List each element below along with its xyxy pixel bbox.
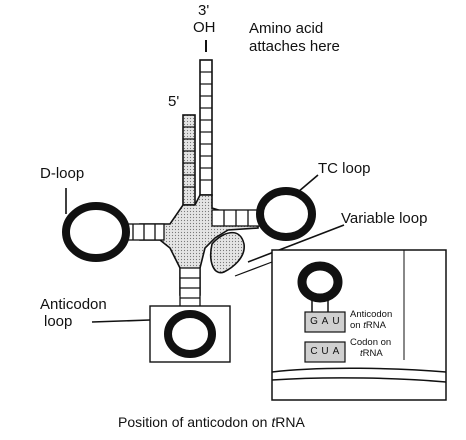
anticodon-stem xyxy=(179,267,201,309)
tc-loop-leader xyxy=(297,174,319,193)
anticodon-base-1: G xyxy=(310,316,318,327)
variable-loop xyxy=(209,231,245,274)
inset-anticodon-loop xyxy=(297,261,343,303)
d-loop xyxy=(62,202,130,262)
amino-acid-label-line1: Amino acid xyxy=(249,20,324,37)
inset-codon-label-line2: tRNA xyxy=(360,348,383,359)
anticodon-base-2: A xyxy=(321,316,329,327)
tc-loop xyxy=(256,187,316,241)
codon-base-2: U xyxy=(321,346,329,357)
variable-loop-label: Variable loop xyxy=(341,210,428,227)
acceptor-stem-3prime xyxy=(199,59,213,196)
codon-base-3: A xyxy=(332,346,340,357)
five-prime-label: 5' xyxy=(168,93,180,110)
inset-anticodon-label-line2: on tRNA xyxy=(350,320,386,331)
acceptor-stem-5prime xyxy=(182,114,196,206)
inset-anticodon-label-line1: Anticodon xyxy=(350,309,393,320)
oh-label: OH xyxy=(193,19,216,36)
tc-arm-stem xyxy=(211,209,265,227)
d-loop-label: D-loop xyxy=(40,165,85,182)
anticodon-loop-label-line2: loop xyxy=(44,313,73,330)
codon-base-1: C xyxy=(310,346,318,357)
inset-leader xyxy=(234,261,273,277)
tc-loop-label: TC loop xyxy=(318,160,371,177)
inset-codon-label-line1: Codon on xyxy=(350,337,392,348)
anticodon-base-3: U xyxy=(332,316,340,327)
codon-inset-panel xyxy=(271,249,447,401)
anticodon-loop-label-line1: Anticodon xyxy=(40,296,107,313)
anticodon-loop-leader xyxy=(91,319,151,323)
amino-acid-label-line2: attaches here xyxy=(249,38,340,55)
variable-loop-leader xyxy=(247,224,345,263)
anticodon-loop xyxy=(164,310,216,358)
three-prime-label: 3' xyxy=(198,2,210,19)
figure-caption: Position of anticodon on tRNA xyxy=(118,414,305,430)
